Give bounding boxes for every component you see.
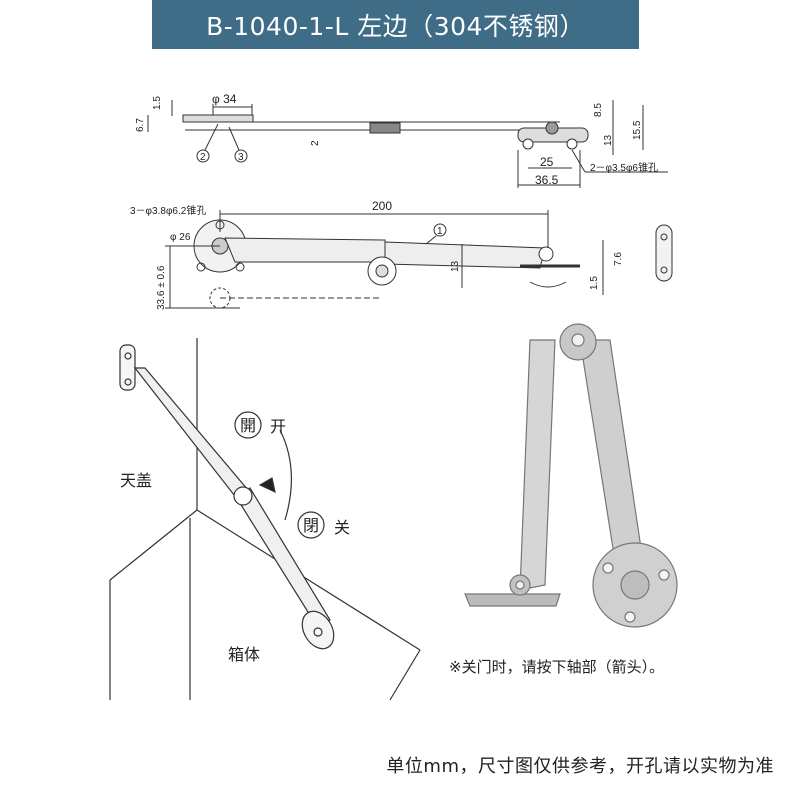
footer-note: 单位mm，尺寸图仅供参考，开孔请以实物为准 (386, 756, 774, 777)
dim-8-5: 8.5 (593, 103, 604, 117)
dim-2: 2 (310, 140, 321, 146)
top-view (147, 100, 668, 188)
title-banner: B-1040-1-L 左边（304不锈钢） (152, 0, 639, 49)
install-illustration (109, 338, 421, 701)
dim-phi-34: φ 34 (212, 92, 237, 106)
dim-6-7: 6.7 (135, 118, 146, 132)
dim-1-5: 1.5 (152, 96, 163, 110)
dim-15-5: 15.5 (632, 120, 643, 140)
open-label: 开 (270, 417, 286, 436)
lid-label: 天盖 (120, 471, 152, 490)
callout-1: 1 (437, 226, 443, 237)
dim-25: 25 (540, 155, 554, 169)
close-label: 关 (334, 518, 350, 537)
dim-7-6: 7.6 (613, 252, 624, 266)
product-photo (464, 323, 678, 628)
hole-note-top: 2－φ3.5φ6锥孔 (590, 162, 658, 174)
box-label: 箱体 (228, 645, 260, 664)
close-badge: 閉 (303, 516, 319, 535)
note-text: ※关门时，请按下轴部（箭头）。 (449, 658, 665, 676)
callout-3: 3 (238, 152, 244, 163)
dim-phi-26: φ 26 (170, 232, 191, 243)
dim-36-5: 36.5 (535, 173, 559, 187)
dim-33-6: 33.6 ± 0.6 (156, 265, 167, 310)
side-view (165, 210, 673, 309)
hole-note-side: 3－φ3.8φ6.2锥孔 (130, 205, 206, 217)
open-badge: 開 (240, 416, 256, 435)
dim-1-5-side: 1.5 (589, 276, 600, 290)
dim-13: 13 (603, 134, 614, 146)
dim-13-side: 13 (450, 260, 461, 272)
callout-2: 2 (200, 152, 206, 163)
page-title: B-1040-1-L 左边（304不锈钢） (206, 11, 585, 41)
dim-200: 200 (372, 199, 392, 213)
